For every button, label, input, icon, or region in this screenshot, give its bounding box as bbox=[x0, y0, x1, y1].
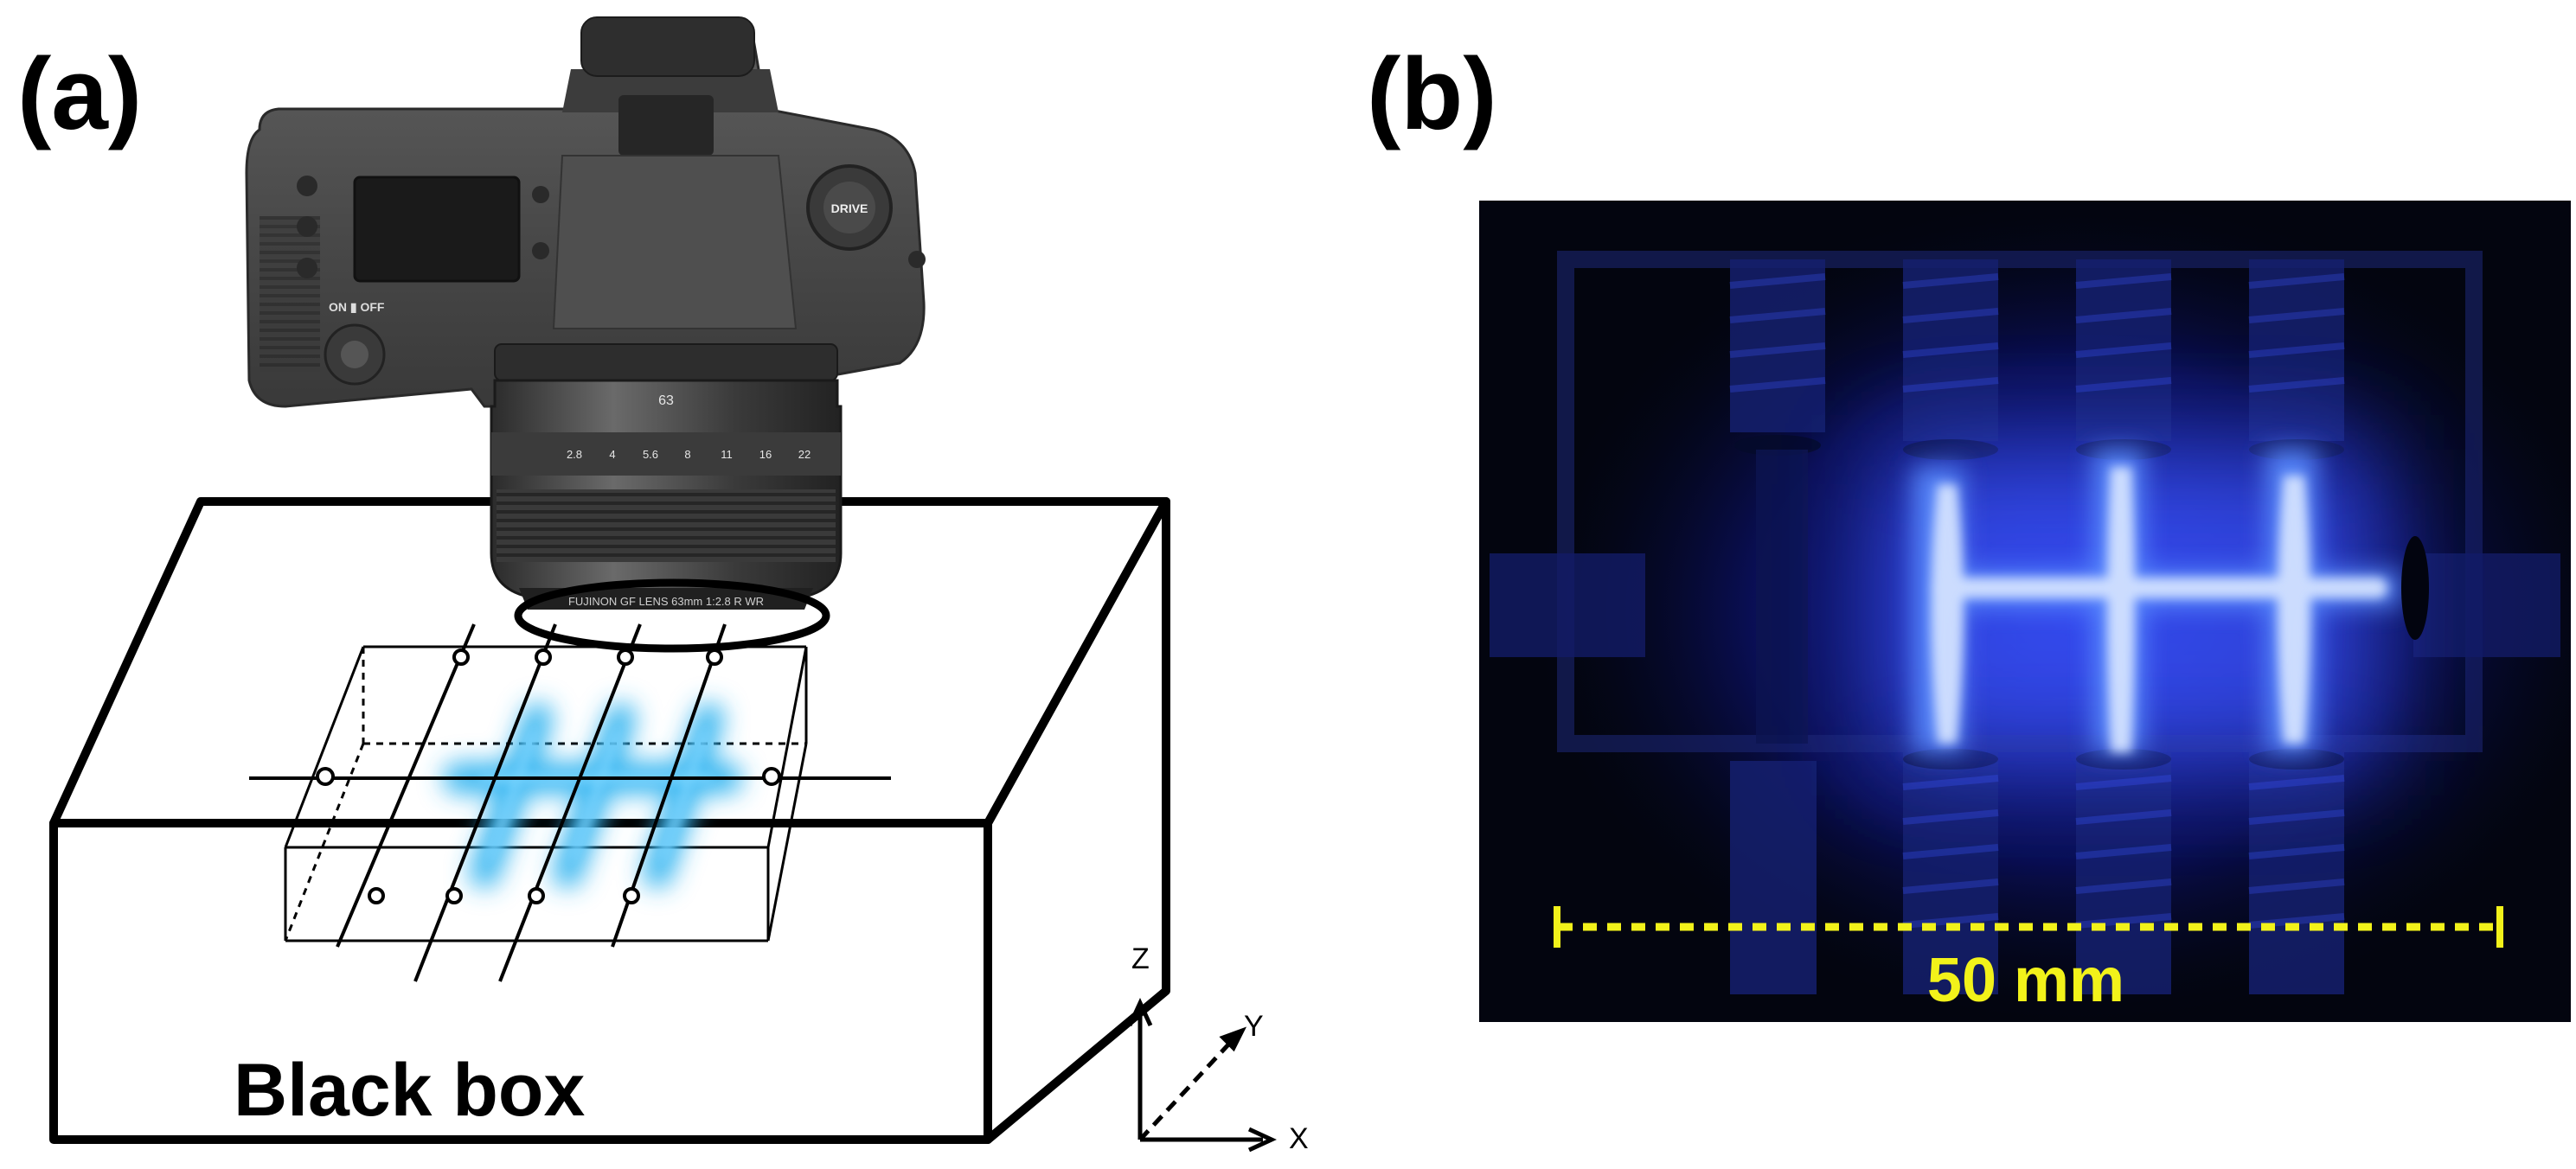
panel-a-diagram: ON ▮ OFF DRIVE 22 16 11 8 5.6 4 2.8 63 bbox=[49, 16, 1309, 1155]
electrode-rod-1 bbox=[336, 623, 476, 948]
aperture-scale: 22 16 11 8 5.6 4 2.8 bbox=[567, 448, 811, 461]
plasma-glow bbox=[1886, 450, 2429, 761]
drive-dial-text: DRIVE bbox=[831, 201, 868, 215]
electrode-tip bbox=[2401, 536, 2429, 640]
top-lcd-screen bbox=[353, 176, 521, 283]
plasma-horizontal-channel bbox=[1931, 578, 2387, 598]
axis-y-label: Y bbox=[1244, 1010, 1264, 1043]
electrode-rod-2 bbox=[413, 623, 557, 982]
panel-b-label: (b) bbox=[1367, 37, 1497, 151]
panel-a-label: (a) bbox=[17, 37, 143, 151]
side-screws bbox=[1490, 450, 2560, 744]
lens-barrel bbox=[490, 379, 843, 598]
focus-ring bbox=[497, 489, 836, 562]
panel-b-photo: 50 mm bbox=[1479, 201, 2571, 1022]
plasma-channel-1 bbox=[1931, 484, 1964, 744]
scale-bar-label: 50 mm bbox=[1927, 946, 2124, 1015]
power-switch-text: ON ▮ OFF bbox=[329, 300, 385, 314]
plasma-channel-2 bbox=[2107, 467, 2135, 752]
threaded-screws-bottom bbox=[1730, 749, 2345, 994]
hot-shoe bbox=[618, 95, 714, 156]
svg-text:4: 4 bbox=[609, 448, 615, 461]
svg-text:22: 22 bbox=[798, 448, 811, 461]
black-box-side-face bbox=[984, 497, 1170, 1144]
scale-bar bbox=[1554, 906, 2503, 948]
focal-mark-text: 63 bbox=[658, 393, 674, 408]
coordinate-axes bbox=[1127, 998, 1277, 1153]
svg-text:11: 11 bbox=[721, 448, 733, 461]
viewfinder bbox=[580, 16, 755, 77]
svg-text:2.8: 2.8 bbox=[567, 448, 582, 461]
electrode-nodes bbox=[316, 648, 781, 904]
lens-barrel-text: FUJINON GF LENS 63mm 1:2.8 R WR bbox=[568, 595, 764, 608]
threaded-screws-top bbox=[1729, 259, 2345, 460]
lens-field-ellipse bbox=[514, 578, 830, 653]
svg-text:16: 16 bbox=[759, 448, 772, 461]
svg-text:5.6: 5.6 bbox=[643, 448, 658, 461]
camera: ON ▮ OFF DRIVE 22 16 11 8 5.6 4 2.8 63 bbox=[245, 16, 926, 610]
axis-x-label: X bbox=[1289, 1122, 1309, 1155]
black-box-label: Black box bbox=[234, 1049, 585, 1132]
plasma-channel-3 bbox=[2278, 476, 2310, 744]
axis-z-label: Z bbox=[1131, 942, 1150, 975]
lens-mount bbox=[494, 343, 838, 381]
svg-text:8: 8 bbox=[684, 448, 690, 461]
electrode-rod-3 bbox=[498, 623, 642, 982]
